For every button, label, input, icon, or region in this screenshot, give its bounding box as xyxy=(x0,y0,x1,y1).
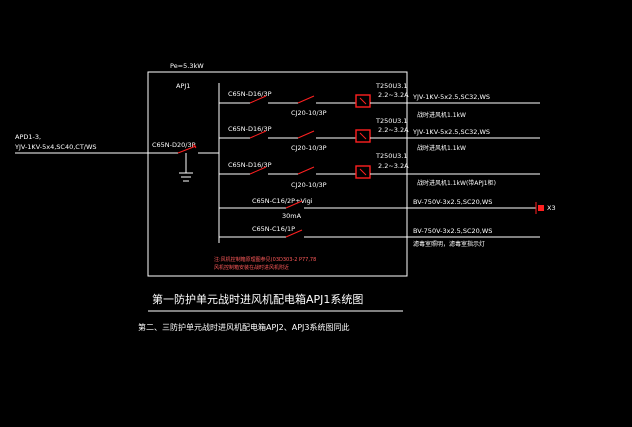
main-breaker-symbol xyxy=(148,143,219,154)
circuit-4-extra: 30mA xyxy=(282,212,302,220)
circuit-1-cable: YJV-1KV-5x2.5,SC32,WS xyxy=(412,93,490,101)
circuit-2-cable: YJV-1KV-5x2.5,SC32,WS xyxy=(412,128,490,136)
circuit-3-relay-symbol xyxy=(355,165,371,179)
panel-power: Pe=5.3kW xyxy=(170,62,204,70)
circuit-1-contactor: CJ20-10/3P xyxy=(291,109,327,117)
circuit-2-breaker: C65N-D16/3P xyxy=(228,125,272,133)
note-line-2: 风机控制箱安装在战时进风机附近 xyxy=(214,264,289,271)
circuit-5-cable: BV-750V-3x2.5,SC20,WS xyxy=(413,227,492,235)
circuit-4-marker: X3 xyxy=(547,204,556,212)
circuit-5-breaker: C65N-C16/1P xyxy=(252,225,295,233)
circuit-1-relay: T250U3.1 xyxy=(375,82,407,90)
circuit-2: C65N-D16/3P CJ20-10/3P T250U3.1 2.2~3.2A… xyxy=(219,117,540,152)
circuit-3-contactor: CJ20-10/3P xyxy=(291,181,327,189)
incoming-cable: YJV-1KV-5x4,SC40,CT/WS xyxy=(14,143,97,151)
circuit-3-relay: T250U3.1 xyxy=(375,152,407,160)
circuit-2-relay: T250U3.1 xyxy=(375,117,407,125)
circuit-1: C65N-D16/3P CJ20-10/3P T250U3.1 2.2~3.2A… xyxy=(219,82,540,119)
circuit-4: C65N-C16/2P+Vigi 30mA BV-750V-3x2.5,SC20… xyxy=(219,197,556,220)
circuit-3: C65N-D16/3P CJ20-10/3P T250U3.1 2.2~3.2A… xyxy=(219,152,540,189)
circuit-2-contactor: CJ20-10/3P xyxy=(291,144,327,152)
circuit-5: C65N-C16/1P BV-750V-3x2.5,SC20,WS 滤毒室照明，… xyxy=(219,225,540,248)
page-title: 第一防护单元战时进风机配电箱APJ1系统图 xyxy=(152,292,363,306)
circuit-1-breaker: C65N-D16/3P xyxy=(228,90,272,98)
circuit-1-relay-symbol xyxy=(355,94,371,108)
note-line-1: 注:风机控制箱原理图参见(03D303-2 P77,78 xyxy=(214,256,316,263)
circuit-4-cable: BV-750V-3x2.5,SC20,WS xyxy=(413,198,492,206)
circuit-4-breaker: C65N-C16/2P+Vigi xyxy=(252,197,313,205)
ground-symbol xyxy=(179,153,193,182)
circuit-5-load: 滤毒室照明，滤毒室指示灯 xyxy=(413,240,485,248)
circuit-1-relay-setting: 2.2~3.2A xyxy=(378,91,409,99)
circuit-4-outlet-symbol xyxy=(535,202,544,214)
page-subtitle: 第二、三防护单元战时进风机配电箱APJ2、APJ3系统图同此 xyxy=(138,322,350,332)
circuit-2-relay-setting: 2.2~3.2A xyxy=(378,126,409,134)
circuit-3-relay-setting: 2.2~3.2A xyxy=(378,162,409,170)
main-breaker-label: C65N-D20/3P xyxy=(152,141,196,149)
circuit-2-load: 战时进风机1.1kW xyxy=(417,144,466,152)
circuit-1-load: 战时进风机1.1kW xyxy=(417,111,466,119)
panel-name: APJ1 xyxy=(176,82,190,90)
circuit-3-load: 战时进风机1.1kW(带APJ1柜) xyxy=(417,179,496,187)
incoming-source: APD1-3, xyxy=(15,133,41,141)
circuit-3-breaker: C65N-D16/3P xyxy=(228,161,272,169)
circuit-2-relay-symbol xyxy=(355,129,371,143)
